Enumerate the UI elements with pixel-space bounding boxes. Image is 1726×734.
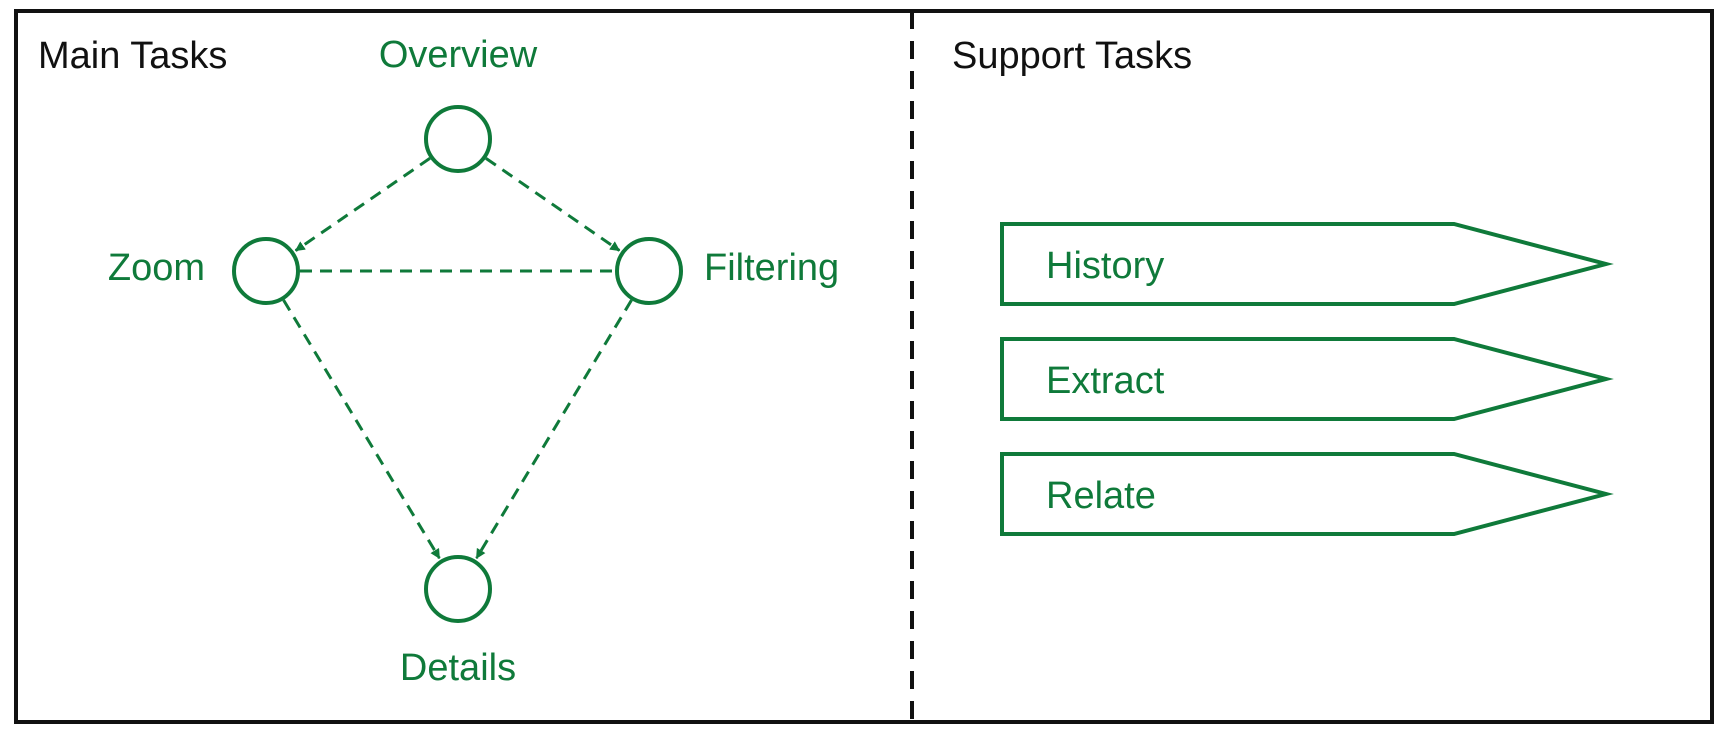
tag-extract-shape xyxy=(1000,337,1614,421)
tag-extract-label: Extract xyxy=(1046,360,1165,402)
edge-zoom-to-details xyxy=(282,299,441,560)
node-zoom-label: Zoom xyxy=(108,247,205,289)
edge-overview-to-zoom xyxy=(294,157,431,252)
node-filtering-label: Filtering xyxy=(704,247,839,289)
node-details-circle[interactable] xyxy=(424,555,492,623)
edge-filtering-to-details xyxy=(475,299,633,559)
node-filtering-circle[interactable] xyxy=(615,237,683,305)
tag-history-shape xyxy=(1000,222,1614,306)
tag-history[interactable]: History xyxy=(1000,222,1614,306)
tag-relate[interactable]: Relate xyxy=(1000,452,1614,536)
node-overview-label: Overview xyxy=(379,34,538,76)
node-zoom-circle[interactable] xyxy=(232,237,300,305)
node-details-label: Details xyxy=(400,647,516,689)
node-overview-circle[interactable] xyxy=(424,105,492,173)
graph-edges xyxy=(282,157,633,560)
edge-overview-to-filtering xyxy=(485,157,621,252)
graph-nodes xyxy=(232,105,683,623)
main-tasks-title: Main Tasks xyxy=(38,35,227,77)
tag-relate-shape xyxy=(1000,452,1614,536)
outer-frame xyxy=(14,9,1714,724)
tag-extract[interactable]: Extract xyxy=(1000,337,1614,421)
tag-relate-label: Relate xyxy=(1046,475,1156,517)
tag-history-label: History xyxy=(1046,245,1164,287)
support-tasks-title: Support Tasks xyxy=(952,35,1192,77)
